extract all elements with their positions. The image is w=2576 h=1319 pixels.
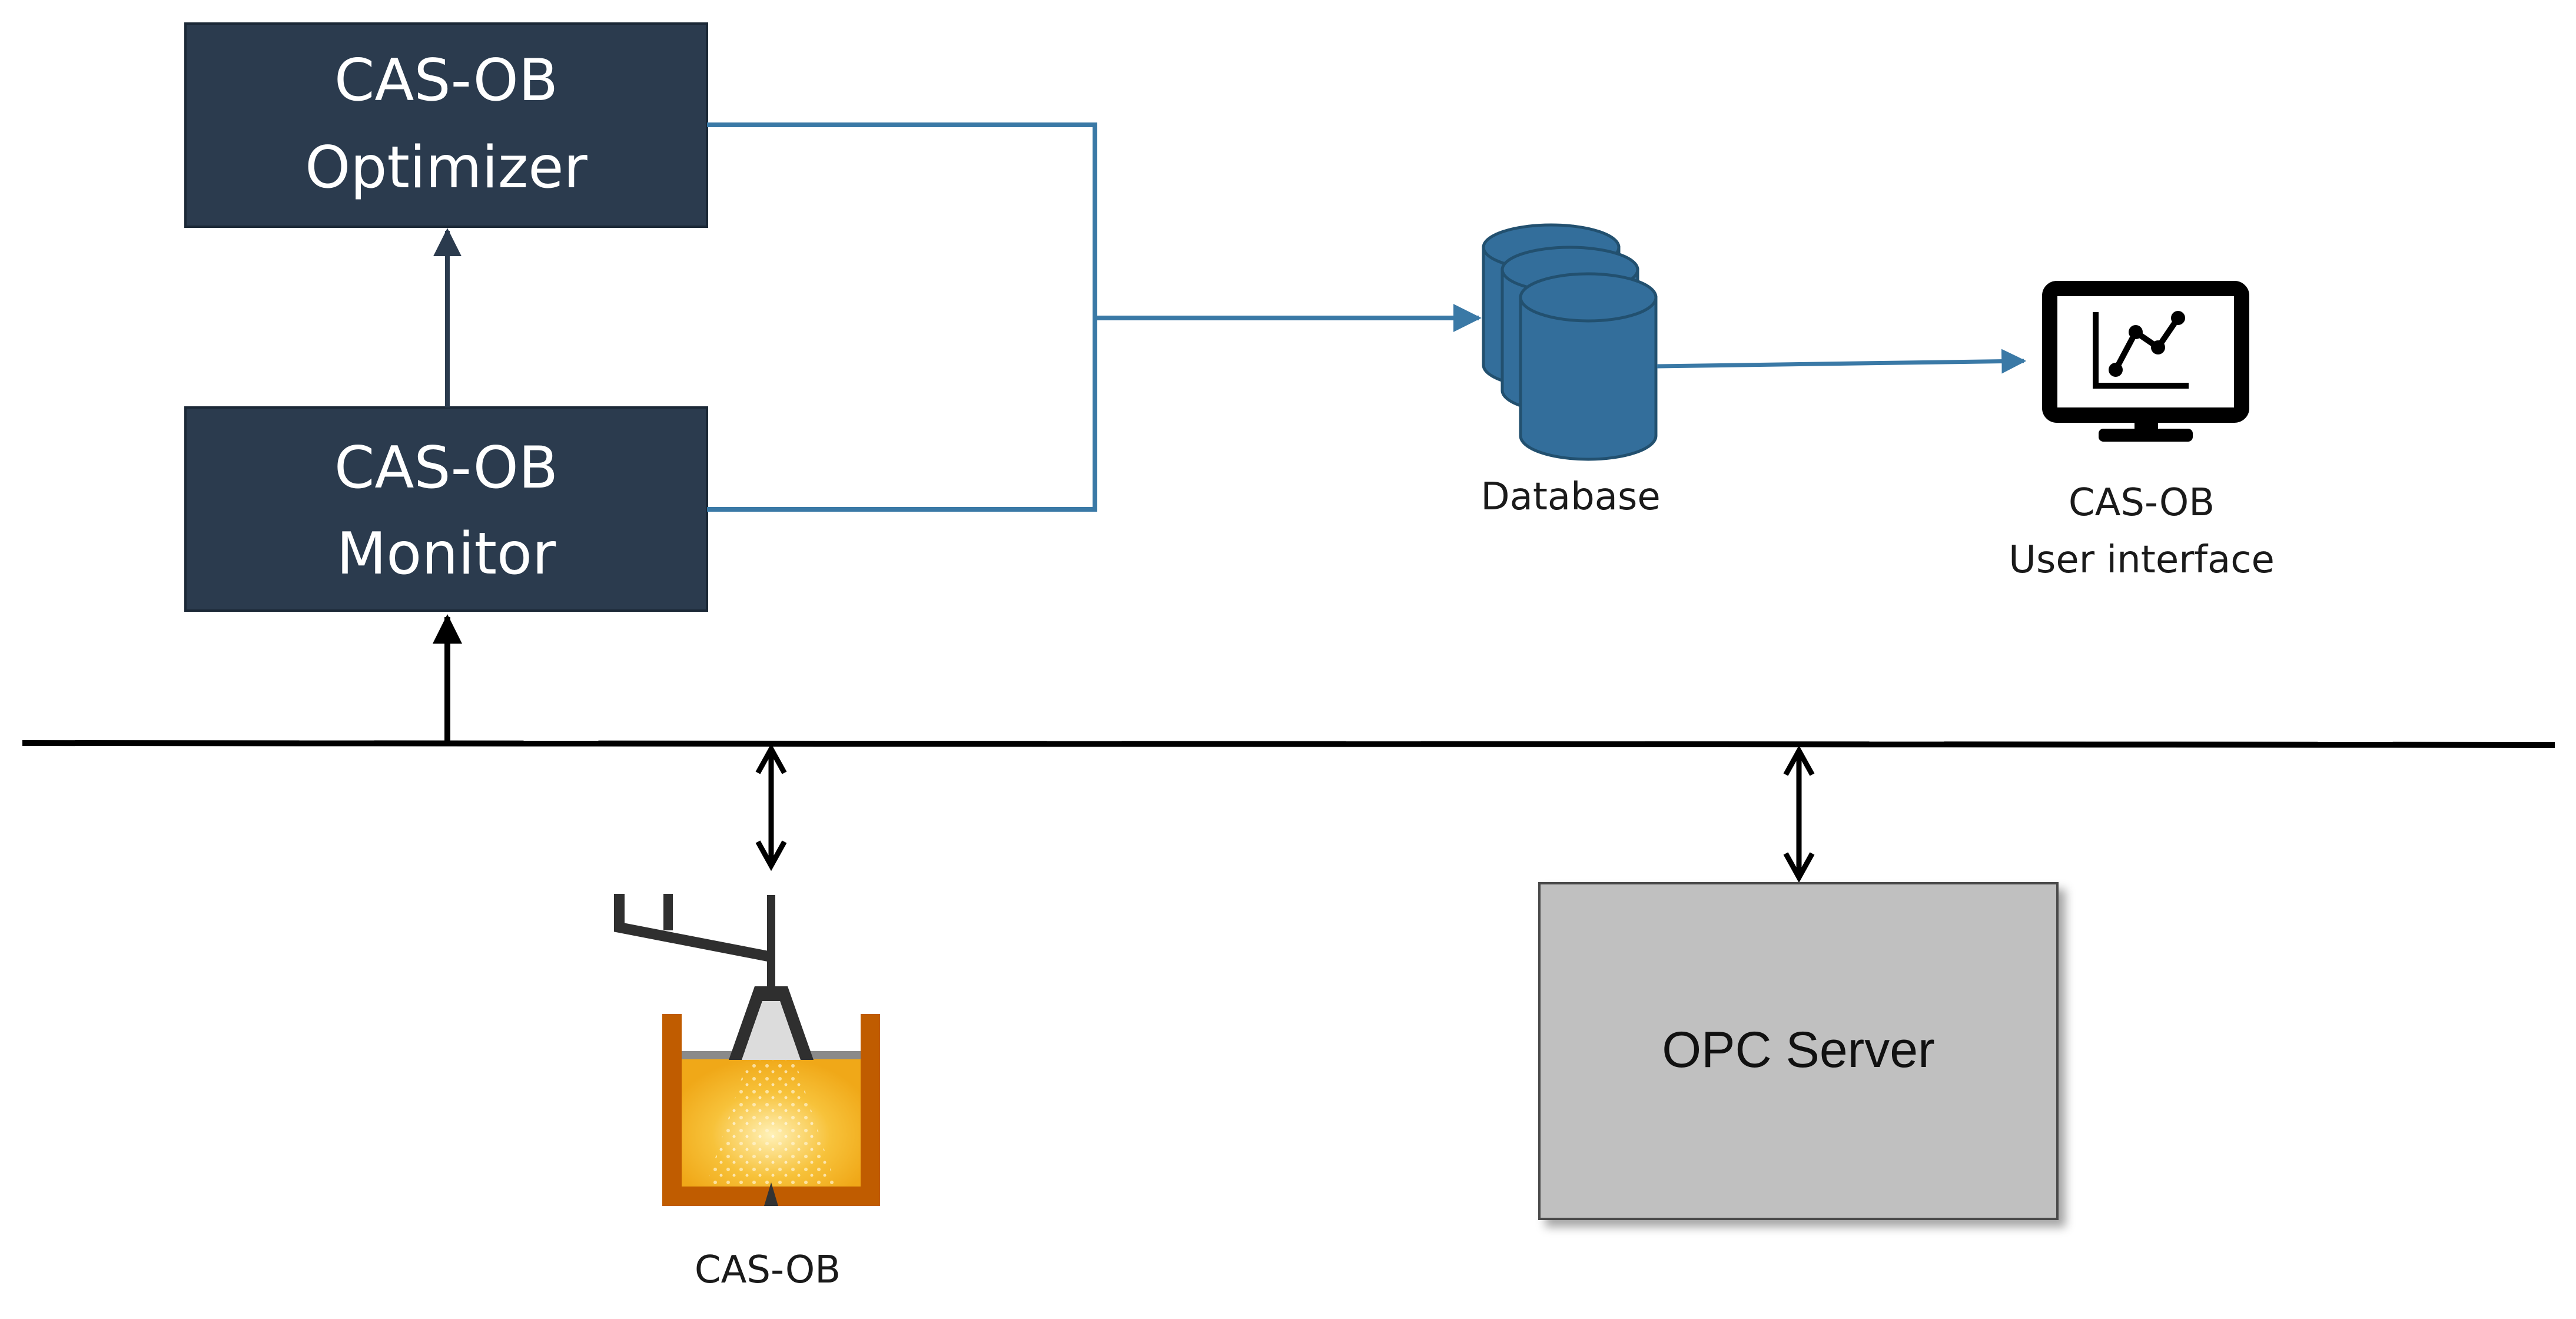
steel-ladle-icon (614, 894, 880, 1206)
ui-label-line2: User interface (2009, 538, 2275, 582)
monitor-chart-icon (2042, 281, 2249, 442)
ui-label-line1: CAS-OB (2069, 481, 2215, 525)
database-icon (1482, 223, 1658, 461)
monitor-box: CAS-OB Monitor (184, 406, 708, 612)
monitor-title-line2: Monitor (337, 521, 556, 588)
optimizer-title-line1: CAS-OB (334, 47, 558, 114)
opc-server-label: OPC Server (1662, 1022, 1935, 1078)
optimizer-to-database-connector (707, 122, 1097, 512)
communication-bus-line (22, 740, 2555, 748)
database-to-ui-arrow (1657, 349, 2027, 374)
optimizer-box: CAS-OB Optimizer (184, 22, 708, 228)
opc-server-box: OPC Server (1538, 882, 2059, 1220)
optimizer-title-line2: Optimizer (305, 134, 587, 201)
ladle-label: CAS-OB (695, 1248, 841, 1292)
monitor-title-line1: CAS-OB (334, 435, 558, 502)
database-label: Database (1480, 475, 1660, 519)
